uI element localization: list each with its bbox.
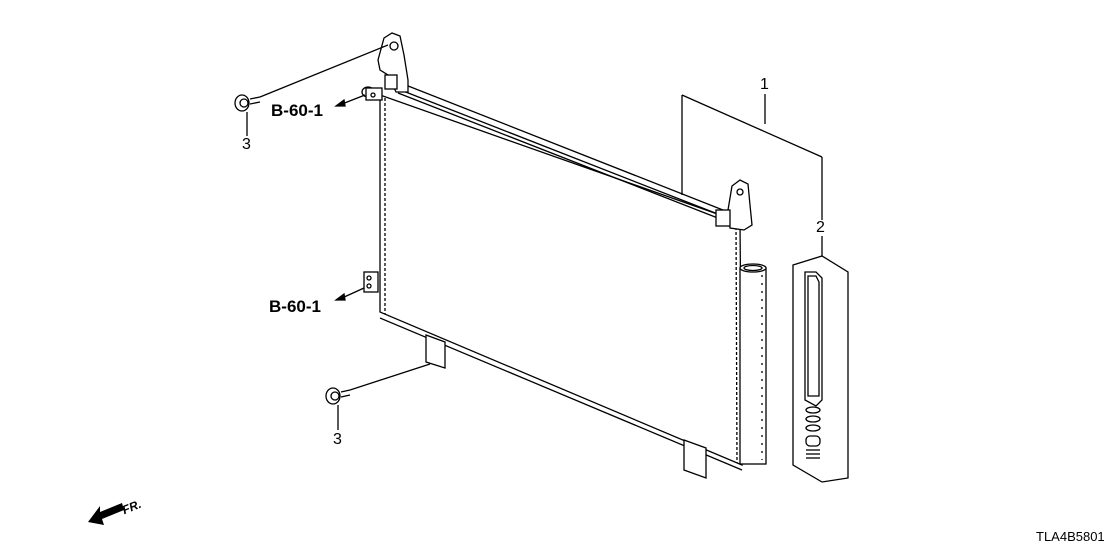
callout-3-lower: 3 bbox=[333, 431, 342, 448]
bolt-lower bbox=[325, 363, 431, 430]
receiver-tube bbox=[739, 263, 767, 465]
upper-left-mount bbox=[361, 86, 383, 101]
ref-arrow-upper bbox=[334, 94, 366, 107]
upper-right-bracket bbox=[715, 179, 753, 231]
reference-b-60-1-upper: B-60-1 bbox=[271, 101, 323, 120]
diagram-code: TLA4B5801 bbox=[1036, 529, 1105, 544]
callout-leaders bbox=[681, 94, 823, 256]
callout-1: 1 bbox=[760, 76, 769, 93]
callout-2: 2 bbox=[816, 219, 825, 236]
top-support-rod bbox=[397, 81, 729, 223]
dryer-kit-box bbox=[792, 255, 849, 483]
lower-mount-tabs bbox=[425, 334, 707, 479]
reference-b-60-1-lower: B-60-1 bbox=[269, 297, 321, 316]
front-direction-arrow-icon bbox=[88, 503, 124, 525]
lower-left-mount bbox=[363, 271, 379, 293]
ref-arrow-lower bbox=[334, 287, 365, 301]
bolt-upper bbox=[234, 44, 389, 136]
condenser-core bbox=[379, 94, 743, 471]
callout-3-upper: 3 bbox=[242, 136, 251, 153]
upper-left-bracket bbox=[377, 32, 409, 93]
